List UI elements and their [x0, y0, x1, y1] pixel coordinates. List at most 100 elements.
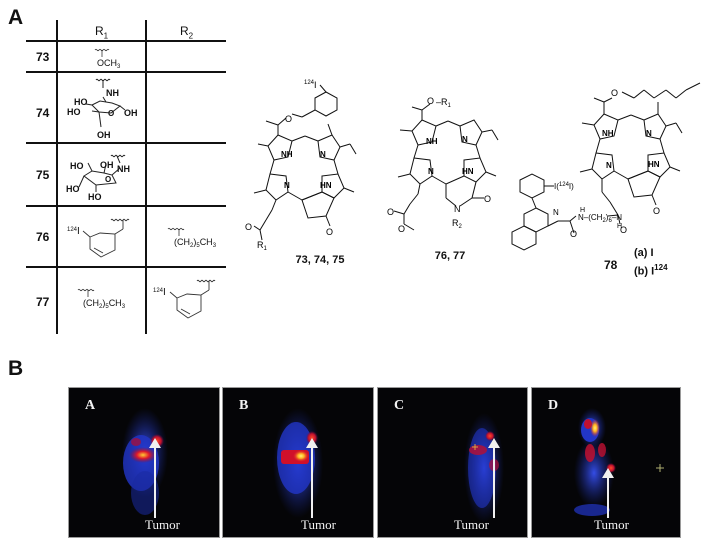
svg-text:O: O: [285, 114, 292, 124]
svg-text:OCH3: OCH3: [97, 58, 121, 70]
svg-text:O: O: [398, 224, 405, 234]
svg-text:O: O: [326, 227, 333, 237]
pet-image-b: B Tumor: [222, 387, 374, 538]
svg-text:H: H: [617, 223, 622, 230]
svg-text:N: N: [320, 150, 326, 159]
structure-73-74-75: 124 I O NH N N HN O O R1 73, 74, 75: [240, 40, 400, 280]
svg-text:HN: HN: [648, 160, 660, 169]
pet-letter-d: D: [548, 398, 559, 413]
svg-text:R2: R2: [452, 218, 463, 230]
svg-text:N: N: [606, 161, 612, 170]
svg-text:NH: NH: [117, 164, 130, 174]
svg-text:O: O: [387, 207, 394, 217]
svg-text:OH: OH: [97, 130, 111, 140]
svg-text:O: O: [105, 175, 111, 184]
pet-scan-b: [273, 408, 323, 518]
header-r1-sub: 1: [103, 31, 109, 41]
row-id-74: 74: [36, 106, 50, 120]
r2-hexyl-76: (CH2)5CH3: [174, 237, 217, 249]
tumor-label-a: Tumor: [145, 517, 180, 532]
row-id-76: 76: [36, 230, 50, 244]
svg-text:NH: NH: [602, 129, 614, 138]
svg-text:–R1: –R1: [436, 97, 452, 109]
svg-text:O: O: [245, 222, 252, 232]
header-r2-sub: 2: [188, 31, 194, 41]
svg-text:N: N: [428, 167, 434, 176]
svg-text:OH: OH: [124, 108, 138, 118]
svg-text:124: 124: [67, 227, 78, 233]
compound-label-76-77: 76, 77: [434, 250, 466, 262]
svg-text:NH: NH: [281, 150, 293, 159]
svg-text:N: N: [553, 208, 559, 217]
svg-text:NH: NH: [426, 137, 438, 146]
svg-text:R1: R1: [257, 240, 268, 252]
svg-text:I: I: [314, 80, 317, 90]
svg-text:N: N: [454, 204, 461, 214]
pet-image-d: D Tumor: [531, 387, 681, 538]
svg-text:NH: NH: [106, 88, 119, 98]
porphyrin-isoquinoline-structure: O NH N N HN O O I(124I) N O N–(CH2)6–N H…: [511, 82, 701, 251]
svg-text:124: 124: [153, 288, 164, 294]
variant-b-prefix: (b) I: [634, 265, 655, 278]
svg-text:HN: HN: [320, 181, 332, 190]
svg-text:I: I: [163, 287, 166, 298]
r1-glucosamine-structure: [85, 78, 126, 128]
pet-image-a: A Tumor: [68, 387, 220, 538]
tumor-label-d: Tumor: [594, 517, 629, 532]
svg-text:H: H: [580, 207, 585, 214]
r1-och3-structure: [94, 48, 110, 57]
variant-b-sup: 124: [654, 263, 668, 272]
svg-text:N: N: [646, 129, 652, 138]
r2-iodobenzyl-structure: [169, 279, 216, 319]
r1-iodobenzyl-structure: [82, 218, 130, 258]
structure-76-77: O –R1 NH N N HN O O N O R2 76, 77: [380, 70, 520, 280]
column-header-r2: R2: [180, 24, 193, 40]
svg-text:HN: HN: [462, 167, 474, 176]
svg-text:HO: HO: [66, 184, 80, 194]
pet-scan-c: [464, 413, 504, 523]
substituent-table: OCH3 NH HO HO O OH OH HO: [0, 0, 240, 340]
svg-text:HO: HO: [70, 161, 84, 171]
pet-letter-c: C: [394, 398, 405, 413]
variant-a-label: (a) I: [634, 247, 654, 259]
svg-text:N–(CH2)6–N: N–(CH2)6–N: [578, 213, 622, 224]
pet-letter-b: B: [239, 398, 249, 413]
svg-text:OH: OH: [100, 160, 114, 170]
tumor-label-b: Tumor: [301, 517, 336, 532]
row-id-73: 73: [36, 50, 50, 64]
svg-text:O: O: [427, 96, 434, 106]
r1-galactosamine-structure: [78, 154, 126, 192]
svg-text:O: O: [570, 229, 577, 239]
compound-label-78: 78: [604, 258, 618, 272]
svg-text:HO: HO: [67, 107, 81, 117]
pet-letter-a: A: [85, 398, 96, 413]
svg-text:O: O: [653, 206, 660, 216]
svg-text:I(124I): I(124I): [554, 182, 574, 191]
pet-scan-d: [574, 408, 664, 518]
svg-text:N: N: [462, 135, 468, 144]
table-grid: OCH3 NH HO HO O OH OH HO: [26, 20, 226, 334]
pet-scan-a: [122, 408, 168, 518]
svg-text:O: O: [484, 194, 491, 204]
header-r1-base: R: [95, 24, 104, 38]
svg-text:O: O: [620, 225, 627, 235]
porphyrin-structure-1: 124 I O NH N N HN O O R1: [245, 80, 357, 252]
r1-hexyl-77: (CH2)5CH3: [83, 298, 126, 310]
svg-text:N: N: [284, 181, 290, 190]
row-id-75: 75: [36, 168, 50, 182]
pet-image-c: C Tumor: [377, 387, 528, 538]
svg-text:I: I: [77, 226, 80, 237]
header-r2-base: R: [180, 24, 189, 38]
compound-label-73-74-75: 73, 74, 75: [295, 254, 345, 266]
svg-text:O: O: [611, 88, 618, 98]
panel-label-b: B: [8, 357, 24, 380]
variant-b-label: (b) I124: [634, 263, 668, 278]
row-id-77: 77: [36, 295, 50, 309]
tumor-label-c: Tumor: [454, 517, 489, 532]
panel-label-a: A: [8, 6, 24, 29]
svg-text:124: 124: [304, 80, 315, 86]
column-header-r1: R1: [95, 24, 108, 40]
svg-text:O: O: [108, 109, 114, 118]
svg-text:HO: HO: [74, 97, 88, 107]
porphyrin-structure-2: O –R1 NH N N HN O O N O R2: [387, 96, 499, 234]
